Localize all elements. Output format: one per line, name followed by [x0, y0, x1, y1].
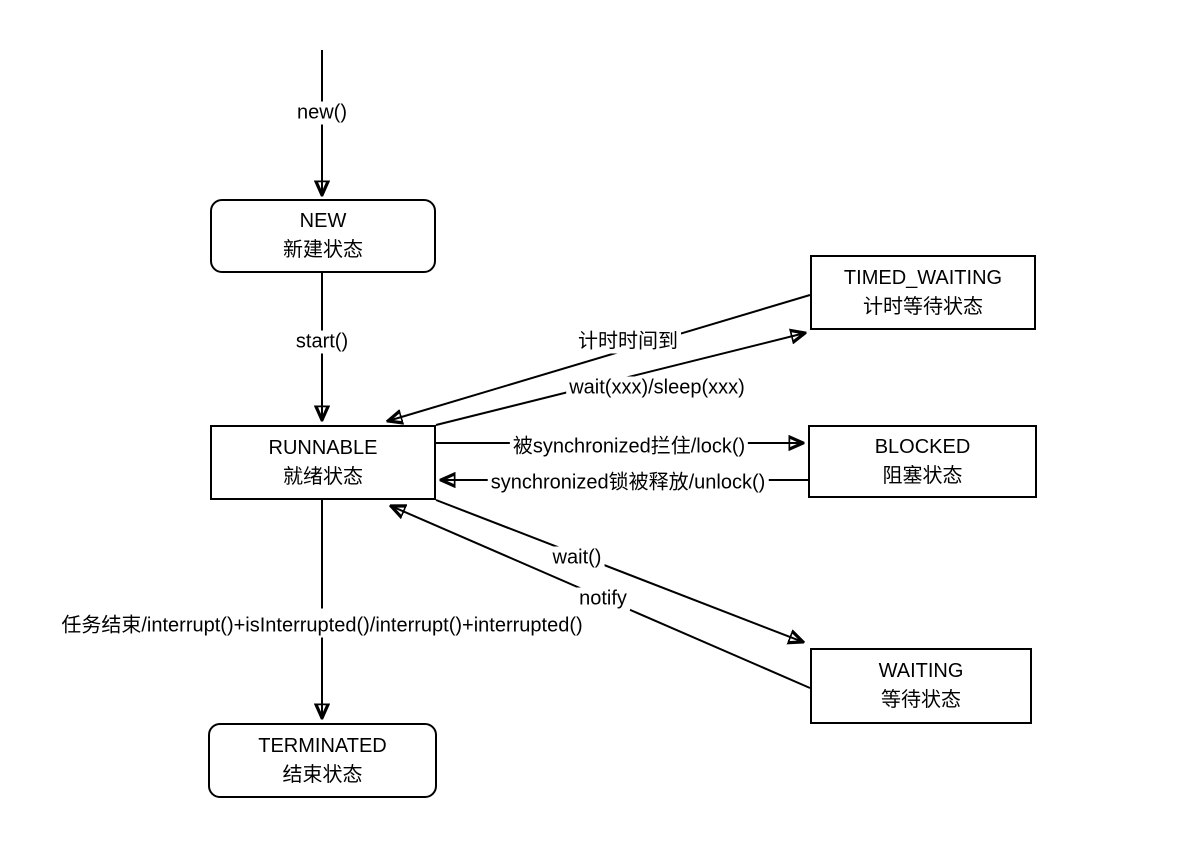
transition-label-new-call: new()	[293, 101, 351, 125]
state-terminated-title: TERMINATED	[258, 734, 387, 757]
state-blocked-subtitle: 阻塞状态	[882, 464, 963, 487]
edge-timer-elapsed	[388, 294, 811, 421]
state-timed-waiting-box: TIMED_WAITING 计时等待状态	[810, 255, 1036, 330]
transition-label-finish: 任务结束/interrupt()+isInterrupted()/interru…	[58, 608, 586, 638]
state-timed-waiting-title: TIMED_WAITING	[843, 266, 1003, 289]
transition-label-lock: 被synchronized拦住/lock()	[509, 429, 749, 459]
transition-label-timer-elapsed: 计时时间到	[575, 324, 681, 354]
state-runnable-title: RUNNABLE	[268, 436, 378, 459]
state-new-title: NEW	[299, 210, 347, 232]
state-terminated-subtitle: 结束状态	[282, 763, 363, 786]
transition-label-wait-sleep: wait(xxx)/sleep(xxx)	[566, 376, 748, 400]
state-runnable-box: RUNNABLE 就绪状态	[210, 425, 436, 500]
state-blocked-box: BLOCKED 阻塞状态	[808, 425, 1037, 498]
state-new-subtitle: 新建状态	[283, 239, 363, 261]
state-waiting-subtitle: 等待状态	[881, 689, 961, 711]
state-waiting-box: WAITING 等待状态	[810, 648, 1032, 724]
state-terminated-box: TERMINATED 结束状态	[208, 723, 437, 798]
transition-label-unlock: synchronized锁被释放/unlock()	[487, 465, 769, 495]
state-waiting-title: WAITING	[878, 660, 964, 682]
transition-label-start: start()	[292, 330, 352, 354]
state-blocked-title: BLOCKED	[874, 435, 971, 458]
transition-label-wait: wait()	[549, 546, 605, 570]
state-timed-waiting-subtitle: 计时等待状态	[863, 295, 983, 318]
state-runnable-subtitle: 就绪状态	[283, 465, 363, 488]
state-new-box: NEW 新建状态	[210, 199, 436, 273]
transition-label-notify: notify	[576, 587, 630, 611]
edge-wait	[435, 499, 803, 642]
